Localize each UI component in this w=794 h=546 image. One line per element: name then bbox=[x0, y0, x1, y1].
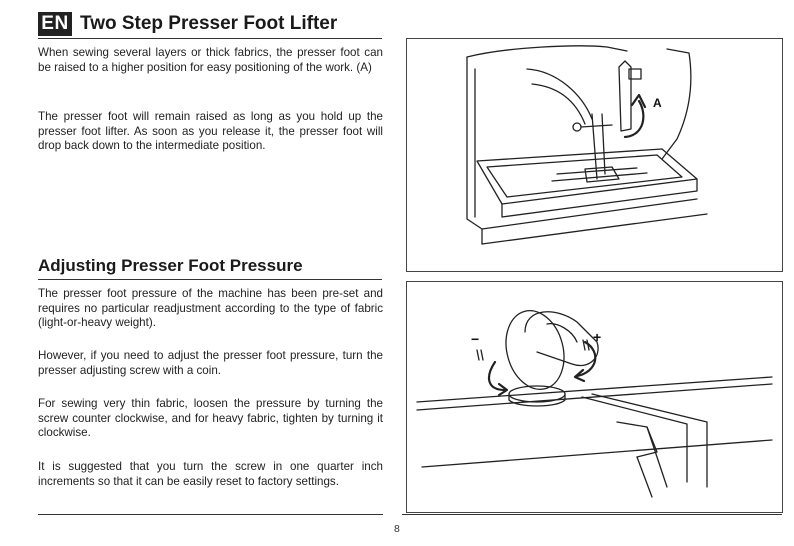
pressure-screw-illustration: − + bbox=[416, 310, 773, 498]
paragraph-pressure-preset: The presser foot pressure of the machine… bbox=[38, 287, 383, 330]
paragraph-pressure-thin-heavy: For sewing very thin fabric, loosen the … bbox=[38, 397, 383, 440]
lifter-callout-label: A bbox=[653, 96, 662, 110]
paragraph-lifter-hold: The presser foot will remain raised as l… bbox=[38, 110, 383, 153]
paragraph-lifter-intro: When sewing several layers or thick fabr… bbox=[38, 46, 383, 74]
language-badge: EN bbox=[38, 12, 72, 36]
section-title-foot-pressure: Adjusting Presser Foot Pressure bbox=[38, 256, 303, 275]
section-title-presser-foot-lifter: Two Step Presser Foot Lifter bbox=[80, 13, 338, 34]
minus-label: − bbox=[471, 331, 479, 347]
bottom-rule-left bbox=[38, 514, 383, 515]
figure-pressure-screw: − + bbox=[406, 281, 783, 513]
page-number: 8 bbox=[394, 523, 400, 535]
title-underline bbox=[38, 38, 382, 39]
figure-presser-foot-lifter: A bbox=[406, 38, 783, 272]
plus-label: + bbox=[593, 329, 601, 345]
sewing-machine-illustration: A bbox=[466, 45, 708, 245]
paragraph-pressure-adjust: However, if you need to adjust the press… bbox=[38, 349, 383, 377]
bottom-rule-right bbox=[402, 514, 782, 515]
paragraph-pressure-quarter-turn: It is suggested that you turn the screw … bbox=[38, 460, 383, 488]
section2-underline bbox=[38, 279, 382, 280]
